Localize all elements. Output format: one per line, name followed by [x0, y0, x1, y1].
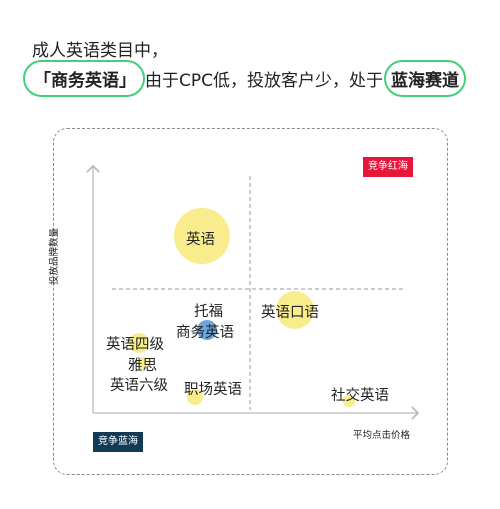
bubble-business-english — [197, 320, 217, 340]
headline-line-1: 成人英语类目中， — [32, 41, 168, 61]
highlight-blue-ocean-text: 蓝海赛道 — [391, 71, 459, 91]
bubble-english — [174, 208, 230, 264]
blue-ocean-tag: 竞争蓝海 — [93, 432, 143, 452]
keyword-social-english: 社交英语 — [331, 388, 389, 404]
keyword-spoken-english: 英语口语 — [261, 305, 319, 321]
headline-line-2: 「商务英语」 由于CPC低，投放客户少，处于 蓝海赛道 — [23, 60, 466, 97]
y-axis-label: 投放品牌数量 — [49, 227, 60, 285]
bubble-workplace-english — [187, 389, 203, 405]
highlight-ring — [23, 60, 145, 97]
keyword-cet4: 英语四级 — [106, 337, 164, 353]
bubble-spoken-english — [276, 291, 314, 329]
keyword-cet6: 英语六级 — [110, 378, 168, 394]
quadrant-panel — [53, 128, 448, 475]
keyword-workplace-english: 职场英语 — [184, 382, 242, 398]
bubble-cet4 — [129, 333, 149, 353]
keyword-business-english: 商务英语 — [176, 325, 234, 341]
x-axis-label: 平均点击价格 — [353, 430, 411, 441]
highlight-ring — [384, 60, 466, 97]
highlight-business-english: 「商务英语」 — [23, 60, 145, 97]
highlight-business-english-text: 「商务英语」 — [34, 71, 136, 91]
highlight-blue-ocean: 蓝海赛道 — [384, 60, 466, 97]
bubble-social-english — [343, 395, 355, 407]
keyword-english: 英语 — [186, 232, 215, 248]
bubble-ielts — [137, 357, 149, 369]
keyword-ielts: 雅思 — [128, 358, 157, 374]
keyword-tofel: 托福 — [194, 304, 223, 320]
headline-middle-text: 由于CPC低，投放客户少，处于 — [145, 71, 383, 91]
red-ocean-tag: 竞争红海 — [363, 157, 413, 177]
